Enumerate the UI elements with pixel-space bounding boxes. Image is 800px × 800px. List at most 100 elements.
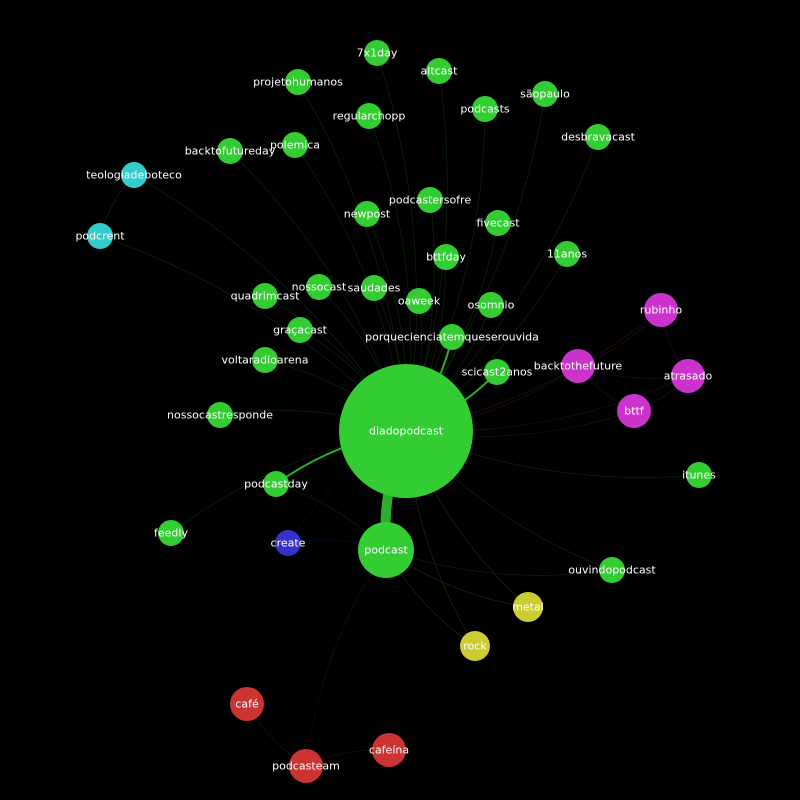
node-nossocastresponde[interactable]: nossocastresponde <box>167 402 273 428</box>
node-podcasts[interactable]: podcasts <box>460 96 510 122</box>
node-metal[interactable]: metal <box>512 592 544 622</box>
node-altcast[interactable]: altcast <box>421 58 459 84</box>
node-regularchopp[interactable]: regularchopp <box>333 103 406 129</box>
node-label-nossocastresponde: nossocastresponde <box>167 409 273 422</box>
node-circle-rubinho[interactable] <box>644 293 678 327</box>
node-teologiadeboteco[interactable]: teologiadeboteco <box>86 162 182 188</box>
node-circle-teologiadeboteco[interactable] <box>121 162 147 188</box>
node-label-desbravacast: desbravacast <box>561 131 635 144</box>
node-circle-backtothefuture[interactable] <box>561 349 595 383</box>
node-circle-saopaulo[interactable] <box>532 81 558 107</box>
node-circle-atrasado[interactable] <box>671 359 705 393</box>
node-saudades[interactable]: saudades <box>348 275 401 301</box>
node-label-teologiadeboteco: teologiadeboteco <box>86 169 182 182</box>
node-circle-feedly[interactable] <box>158 520 184 546</box>
node-circle-oaweek[interactable] <box>406 288 432 314</box>
node-bttfday[interactable]: bttfday <box>426 244 466 270</box>
node-rubinho[interactable]: rubinho <box>640 293 682 327</box>
node-newpost[interactable]: newpost <box>344 201 391 227</box>
node-podcast[interactable]: podcast <box>358 522 414 578</box>
node-circle-fivecast[interactable] <box>485 210 511 236</box>
node-circle-altcast[interactable] <box>426 58 452 84</box>
node-label-oaweek: oaweek <box>398 295 441 308</box>
node-label-rubinho: rubinho <box>640 304 682 317</box>
node-circle-podcastday[interactable] <box>263 471 289 497</box>
node-polemica[interactable]: polemica <box>270 132 320 158</box>
node-circle-quadrimcast[interactable] <box>252 283 278 309</box>
node-circle-desbravacast[interactable] <box>585 124 611 150</box>
node-11anos[interactable]: 11anos <box>547 241 587 267</box>
node-label-7x1day: 7x1day <box>357 47 398 60</box>
node-podcrent[interactable]: podcrent <box>75 223 125 249</box>
node-circle-projetohumanos[interactable] <box>285 69 311 95</box>
node-circle-rock[interactable] <box>460 631 490 661</box>
node-ouvindopodcast[interactable]: ouvindopodcast <box>568 557 656 583</box>
node-circle-itunes[interactable] <box>686 462 712 488</box>
node-label-altcast: altcast <box>421 65 459 78</box>
node-circle-podcasteam[interactable] <box>289 749 323 783</box>
node-label-backtofutureday: backtofutureday <box>185 145 276 158</box>
edge-podcast-ouvindopodcast <box>385 549 613 576</box>
node-circle-osomnio[interactable] <box>478 292 504 318</box>
node-nossocast[interactable]: nossocast <box>292 274 347 300</box>
node-circle-11anos[interactable] <box>554 241 580 267</box>
node-porquecienciatemqueserouvida[interactable]: porquecienciatemqueserouvida <box>365 324 539 350</box>
node-circle-podcrent[interactable] <box>87 223 113 249</box>
node-circle-podcastersofre[interactable] <box>417 187 443 213</box>
node-circle-saudades[interactable] <box>361 275 387 301</box>
node-voltaradioarena[interactable]: voltaradioarena <box>222 347 309 373</box>
node-circle-backtofutureday[interactable] <box>217 138 243 164</box>
node-circle-create[interactable] <box>275 530 301 556</box>
node-label-fivecast: fivecast <box>476 217 520 230</box>
node-circle-newpost[interactable] <box>354 201 380 227</box>
node-label-bttfday: bttfday <box>426 251 466 264</box>
node-quadrimcast[interactable]: quadrimcast <box>231 283 300 309</box>
node-projetohumanos[interactable]: projetohumanos <box>253 69 343 95</box>
node-saopaulo[interactable]: sãopaulo <box>520 81 570 107</box>
node-fivecast[interactable]: fivecast <box>476 210 520 236</box>
node-circle-polemica[interactable] <box>282 132 308 158</box>
node-circle-ouvindopodcast[interactable] <box>599 557 625 583</box>
node-cafeina[interactable]: cafeína <box>369 733 409 767</box>
node-circle-scicast2anos[interactable] <box>484 359 510 385</box>
node-label-porquecienciatemqueserouvida: porquecienciatemqueserouvida <box>365 331 539 344</box>
node-osomnio[interactable]: osomnio <box>468 292 515 318</box>
node-backtothefuture[interactable]: backtothefuture <box>534 349 623 383</box>
node-circle-nossocastresponde[interactable] <box>207 402 233 428</box>
node-label-projetohumanos: projetohumanos <box>253 76 343 89</box>
node-circle-cafe[interactable] <box>230 687 264 721</box>
node-circle-podcasts[interactable] <box>472 96 498 122</box>
node-circle-metal[interactable] <box>513 592 543 622</box>
node-cafe[interactable]: café <box>230 687 264 721</box>
node-backtofutureday[interactable]: backtofutureday <box>185 138 276 164</box>
node-rock[interactable]: rock <box>460 631 490 661</box>
node-podcastday[interactable]: podcastday <box>244 471 308 497</box>
node-oaweek[interactable]: oaweek <box>398 288 441 314</box>
node-podcasteam[interactable]: podcasteam <box>272 749 340 783</box>
node-circle-regularchopp[interactable] <box>356 103 382 129</box>
node-label-metal: metal <box>512 601 544 614</box>
node-label-bttf: bttf <box>624 405 645 418</box>
node-feedly[interactable]: feedly <box>154 520 188 546</box>
node-circle-bttfday[interactable] <box>433 244 459 270</box>
node-circle-voltaradioarena[interactable] <box>252 347 278 373</box>
node-scicast2anos[interactable]: scicast2anos <box>462 359 533 385</box>
node-bttf[interactable]: bttf <box>617 394 651 428</box>
node-podcastersofre[interactable]: podcastersofre <box>389 187 471 213</box>
node-gracacast[interactable]: graçacast <box>273 317 328 343</box>
node-7x1day[interactable]: 7x1day <box>357 40 398 66</box>
node-label-create: create <box>271 537 306 550</box>
node-atrasado[interactable]: atrasado <box>664 359 713 393</box>
node-diadopodcast[interactable]: diadopodcast <box>339 364 473 498</box>
node-circle-nossocast[interactable] <box>306 274 332 300</box>
node-desbravacast[interactable]: desbravacast <box>561 124 636 150</box>
node-itunes[interactable]: itunes <box>682 462 716 488</box>
node-circle-diadopodcast[interactable] <box>339 364 473 498</box>
node-circle-podcast[interactable] <box>358 522 414 578</box>
node-circle-porquecienciatemqueserouvida[interactable] <box>439 324 465 350</box>
node-circle-gracacast[interactable] <box>287 317 313 343</box>
node-circle-7x1day[interactable] <box>364 40 390 66</box>
node-circle-bttf[interactable] <box>617 394 651 428</box>
node-circle-cafeina[interactable] <box>372 733 406 767</box>
node-create[interactable]: create <box>271 530 306 556</box>
